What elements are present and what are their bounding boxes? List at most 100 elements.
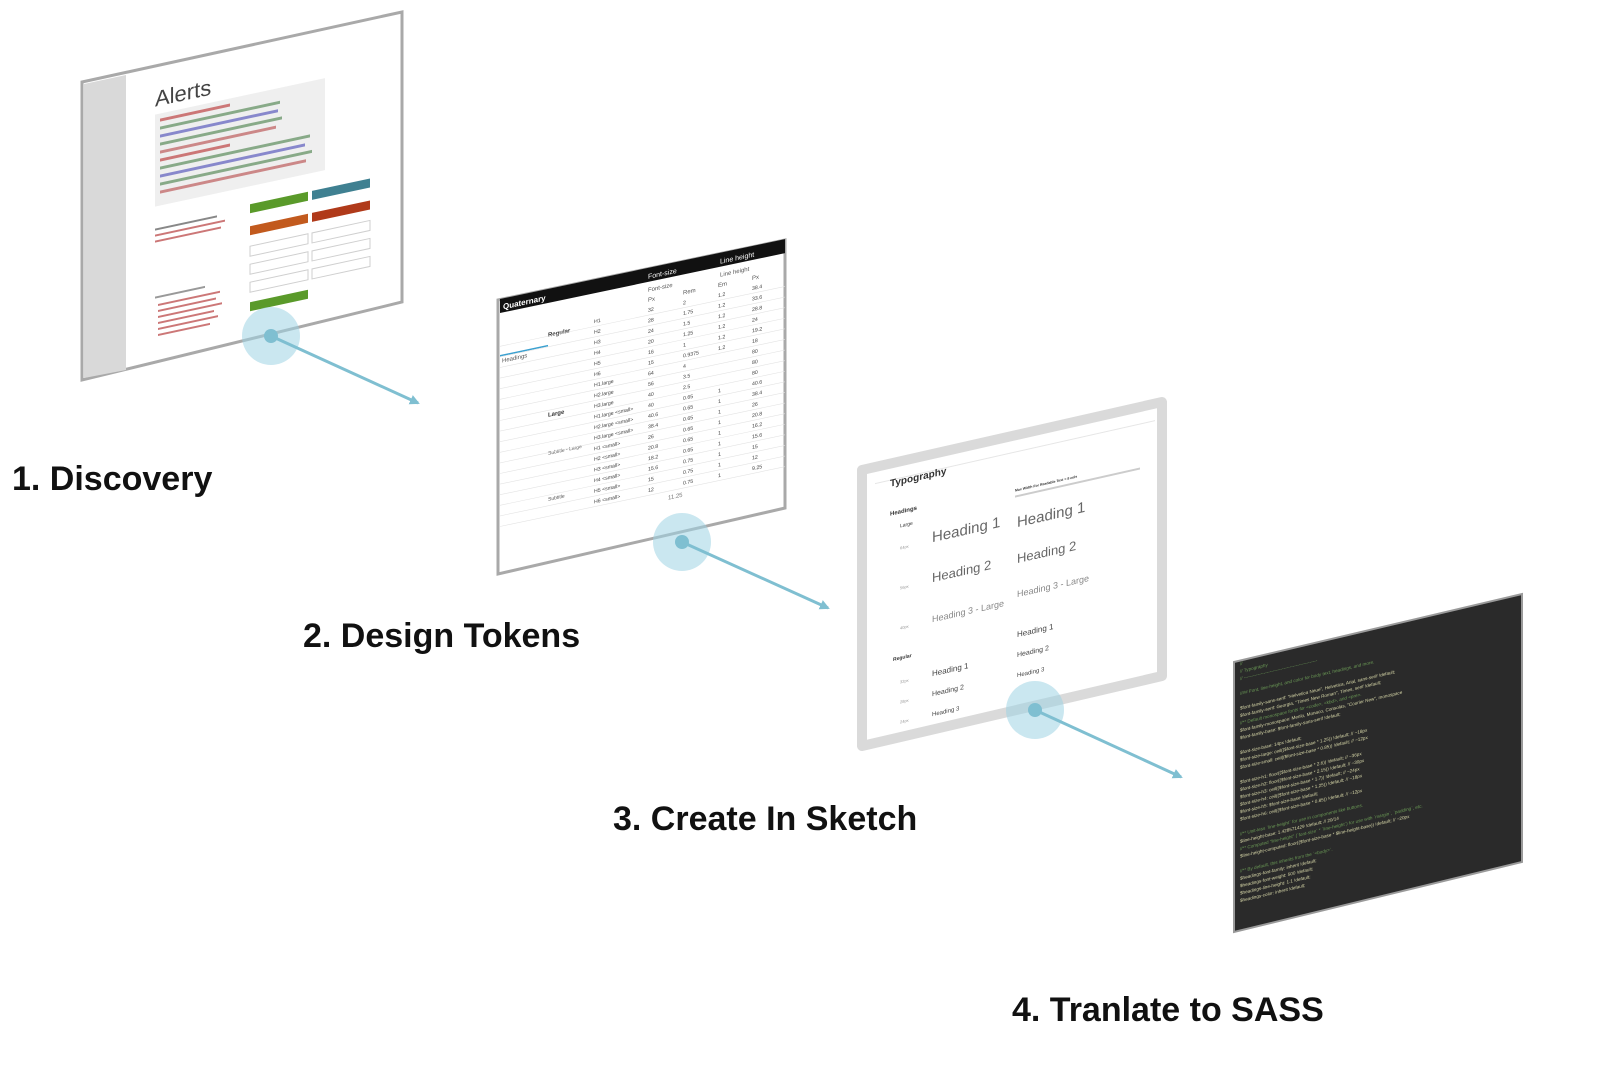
token-cell-name: H4 [594, 350, 601, 357]
token-cell-px: 32 [648, 307, 654, 314]
token-cell-rem: 1.25 [683, 330, 693, 338]
token-cell-em: 1 [718, 409, 721, 416]
table-col-rem: Rem [683, 288, 696, 297]
token-cell-rem: 1.5 [683, 320, 690, 327]
table-group-headings: Headings [502, 353, 527, 364]
token-row-divider [500, 413, 785, 474]
step-label-translate-to-sass: 4. Tranlate to SASS [1012, 991, 1324, 1029]
token-cell-px: 28 [648, 317, 654, 324]
connector-1 [242, 307, 420, 405]
sketch-large-label: Large [900, 521, 913, 530]
panel-sketch: Typography Headings Large Max Width For … [857, 397, 1167, 751]
token-cell-name: H2 [594, 328, 601, 335]
sketch-size-32: 32px [900, 678, 909, 685]
token-cell-em: 1 [718, 452, 721, 459]
token-cell-lpx: 33.6 [752, 295, 762, 303]
token-row-divider [500, 392, 785, 453]
token-cell-rem: 0.65 [683, 415, 693, 423]
token-cell-rem: 0.65 [683, 394, 693, 402]
table-col-px: Px [648, 296, 655, 303]
alerts-code-lines [160, 100, 312, 194]
token-cell-em: 1.2 [718, 302, 725, 309]
token-cell-lpx: 20.8 [752, 411, 762, 419]
token-cell-name: H4 <small> [594, 473, 620, 484]
token-cell-lpx: 12 [752, 454, 758, 461]
token-table-rows: H13221.238.4H2281.751.233.6H3241.51.228.… [500, 284, 785, 527]
token-cell-name: H3 <small> [594, 462, 620, 473]
table-group-large: Large [548, 409, 565, 418]
step-label-design-tokens: 2. Design Tokens [303, 617, 581, 655]
token-cell-px: 20 [648, 339, 654, 346]
token-cell-rem: 1.75 [683, 309, 693, 317]
token-row-divider [500, 455, 785, 517]
alert-danger-swatch [312, 200, 370, 222]
token-cell-em: 1.2 [718, 334, 725, 341]
token-row-divider [500, 434, 785, 496]
token-cell-name: H2.large [594, 389, 614, 399]
sketch-regular-label: Regular [893, 653, 912, 663]
token-row-divider [500, 381, 785, 443]
token-row-divider [500, 296, 785, 358]
token-cell-px: 24 [648, 328, 654, 335]
table-group-subtitle: Subtitle [548, 493, 565, 502]
token-cell-lpx: 15.6 [752, 432, 762, 440]
token-cell-em: 1.2 [718, 292, 725, 299]
token-cell-name: H1 [594, 318, 601, 325]
token-cell-name: H6 <small> [594, 494, 620, 505]
connector-2 [653, 513, 830, 610]
token-cell-name: H3 [594, 339, 601, 346]
token-cell-px: 40.6 [648, 412, 658, 420]
token-cell-rem: 3.5 [683, 373, 690, 380]
token-cell-px: 12 [648, 487, 654, 494]
token-cell-em: 1 [718, 462, 721, 469]
sketch-size-28: 28px [900, 698, 909, 705]
token-row-divider [500, 360, 785, 421]
token-cell-em: 1 [718, 420, 721, 427]
table-sub-font-size: Font-size [648, 283, 673, 294]
token-cell-px: 26 [648, 434, 654, 441]
token-cell-em: 1.2 [718, 324, 725, 331]
token-cell-px: 18.2 [648, 454, 658, 462]
token-cell-lpx: 15 [752, 444, 758, 451]
sketch-size-40: 40px [900, 624, 909, 631]
token-cell-px: 56 [648, 381, 654, 388]
token-cell-name: H5 <small> [594, 483, 620, 494]
token-cell-rem: 2.5 [683, 384, 690, 391]
token-cell-lpx: 28.8 [752, 305, 762, 313]
sketch-size-64: 64px [900, 544, 909, 551]
token-cell-rem: 0.65 [683, 447, 693, 455]
token-cell-lpx: 18 [752, 338, 758, 345]
alert-success-swatch [250, 191, 308, 214]
token-cell-lpx: 24 [752, 317, 758, 324]
token-cell-px: 40 [648, 402, 654, 409]
sketch-size-24: 24px [900, 718, 909, 725]
token-cell-em: 1 [718, 441, 721, 448]
token-cell-px: 15 [648, 360, 654, 367]
token-row-divider [500, 423, 785, 485]
token-cell-lpx: 80 [752, 370, 758, 377]
table-col-em: Em [718, 281, 727, 289]
token-cell-px: 64 [648, 370, 654, 377]
token-cell-name: H1 <small> [594, 441, 620, 452]
token-cell-lpx: 9.25 [752, 464, 762, 472]
token-cell-lpx: 16.2 [752, 422, 762, 430]
token-cell-name: H3.large [594, 400, 614, 410]
token-cell-name: H5 [594, 360, 601, 367]
token-cell-name: H6 [594, 371, 601, 378]
token-row-divider [500, 349, 785, 411]
token-cell-px: 16 [648, 349, 654, 356]
token-cell-rem: 1 [683, 342, 686, 349]
token-cell-em: 1 [718, 473, 721, 480]
token-row-divider [500, 286, 785, 347]
alert-info-swatch [312, 178, 370, 200]
token-row-divider [500, 402, 785, 464]
step-label-discovery: 1. Discovery [12, 460, 213, 498]
token-cell-rem: 4 [683, 364, 686, 371]
token-cell-em: 1 [718, 430, 721, 437]
token-cell-lpx: 38.4 [752, 390, 762, 398]
token-cell-px: 20.8 [648, 444, 658, 452]
token-cell-px: 40 [648, 392, 654, 399]
token-cell-lpx: 38.4 [752, 284, 762, 292]
token-row-divider [500, 445, 785, 506]
